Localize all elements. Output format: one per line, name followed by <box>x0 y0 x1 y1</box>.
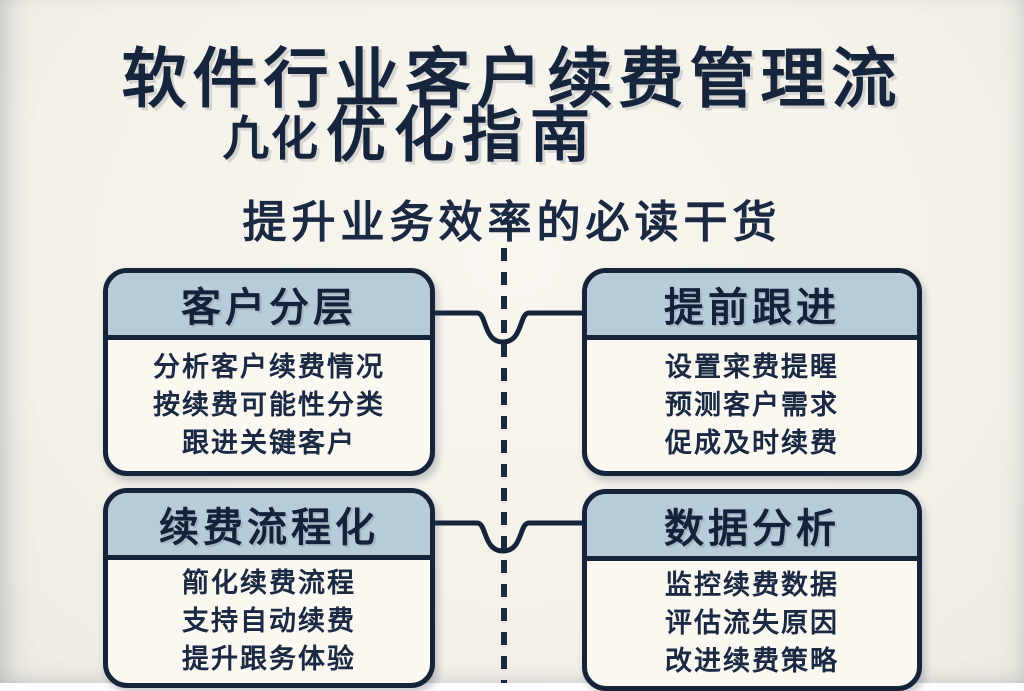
card-body: 箾化续费流程 支持自动续费 提升跟务体验 <box>108 560 430 683</box>
card-header: 数据分析 <box>587 494 917 561</box>
card-customer-segmentation: 客户分层 分析客户续费情况 按续费可能性分类 跟进关键客户 <box>103 268 435 476</box>
page-title-line-2: 凢化 优化指南 <box>222 106 598 166</box>
card-renewal-process: 续费流程化 箾化续费流程 支持自动续费 提升跟务体验 <box>103 488 435 688</box>
card-line: 提升跟务体验 <box>182 643 356 675</box>
card-header: 客户分层 <box>108 273 430 340</box>
card-line: 评估流失原因 <box>665 607 839 639</box>
card-body: 监控续费数据 评估流失原因 改进续费策略 <box>587 561 917 686</box>
card-early-followup: 提前跟进 设置寀费提睲 预测客户需求 促成及时续费 <box>582 268 922 476</box>
card-body: 分析客户续费情况 按续费可能性分类 跟进关键客户 <box>108 340 430 471</box>
card-line: 设置寀费提睲 <box>665 351 839 383</box>
card-line: 分析客户续费情况 <box>153 351 385 383</box>
page-title-line-2-prefix: 凢化 <box>222 112 320 168</box>
card-body: 设置寀费提睲 预测客户需求 促成及时续费 <box>587 340 917 471</box>
card-line: 预测客户需求 <box>665 389 839 421</box>
card-line: 监控续费数据 <box>665 569 839 601</box>
card-line: 箾化续费流程 <box>182 567 356 599</box>
card-data-analysis: 数据分析 监控续费数据 评估流失原因 改进续费策略 <box>582 489 922 691</box>
page-title-line-1: 软件行业客户续费管理流 <box>121 42 903 117</box>
card-line: 改进续费策略 <box>665 645 839 677</box>
card-line: 支持自动续费 <box>182 605 356 637</box>
card-header: 续费流程化 <box>108 493 430 560</box>
card-line: 促成及时续费 <box>665 427 839 459</box>
vertical-dashed-divider <box>501 248 507 683</box>
card-line: 按续费可能性分类 <box>153 389 385 421</box>
card-line: 跟进关键客户 <box>182 427 356 459</box>
page-subtitle: 提升业务效率的必读干货 <box>242 197 782 248</box>
card-header: 提前跟进 <box>587 273 917 340</box>
page-title-line-2-main: 优化指南 <box>326 101 598 171</box>
